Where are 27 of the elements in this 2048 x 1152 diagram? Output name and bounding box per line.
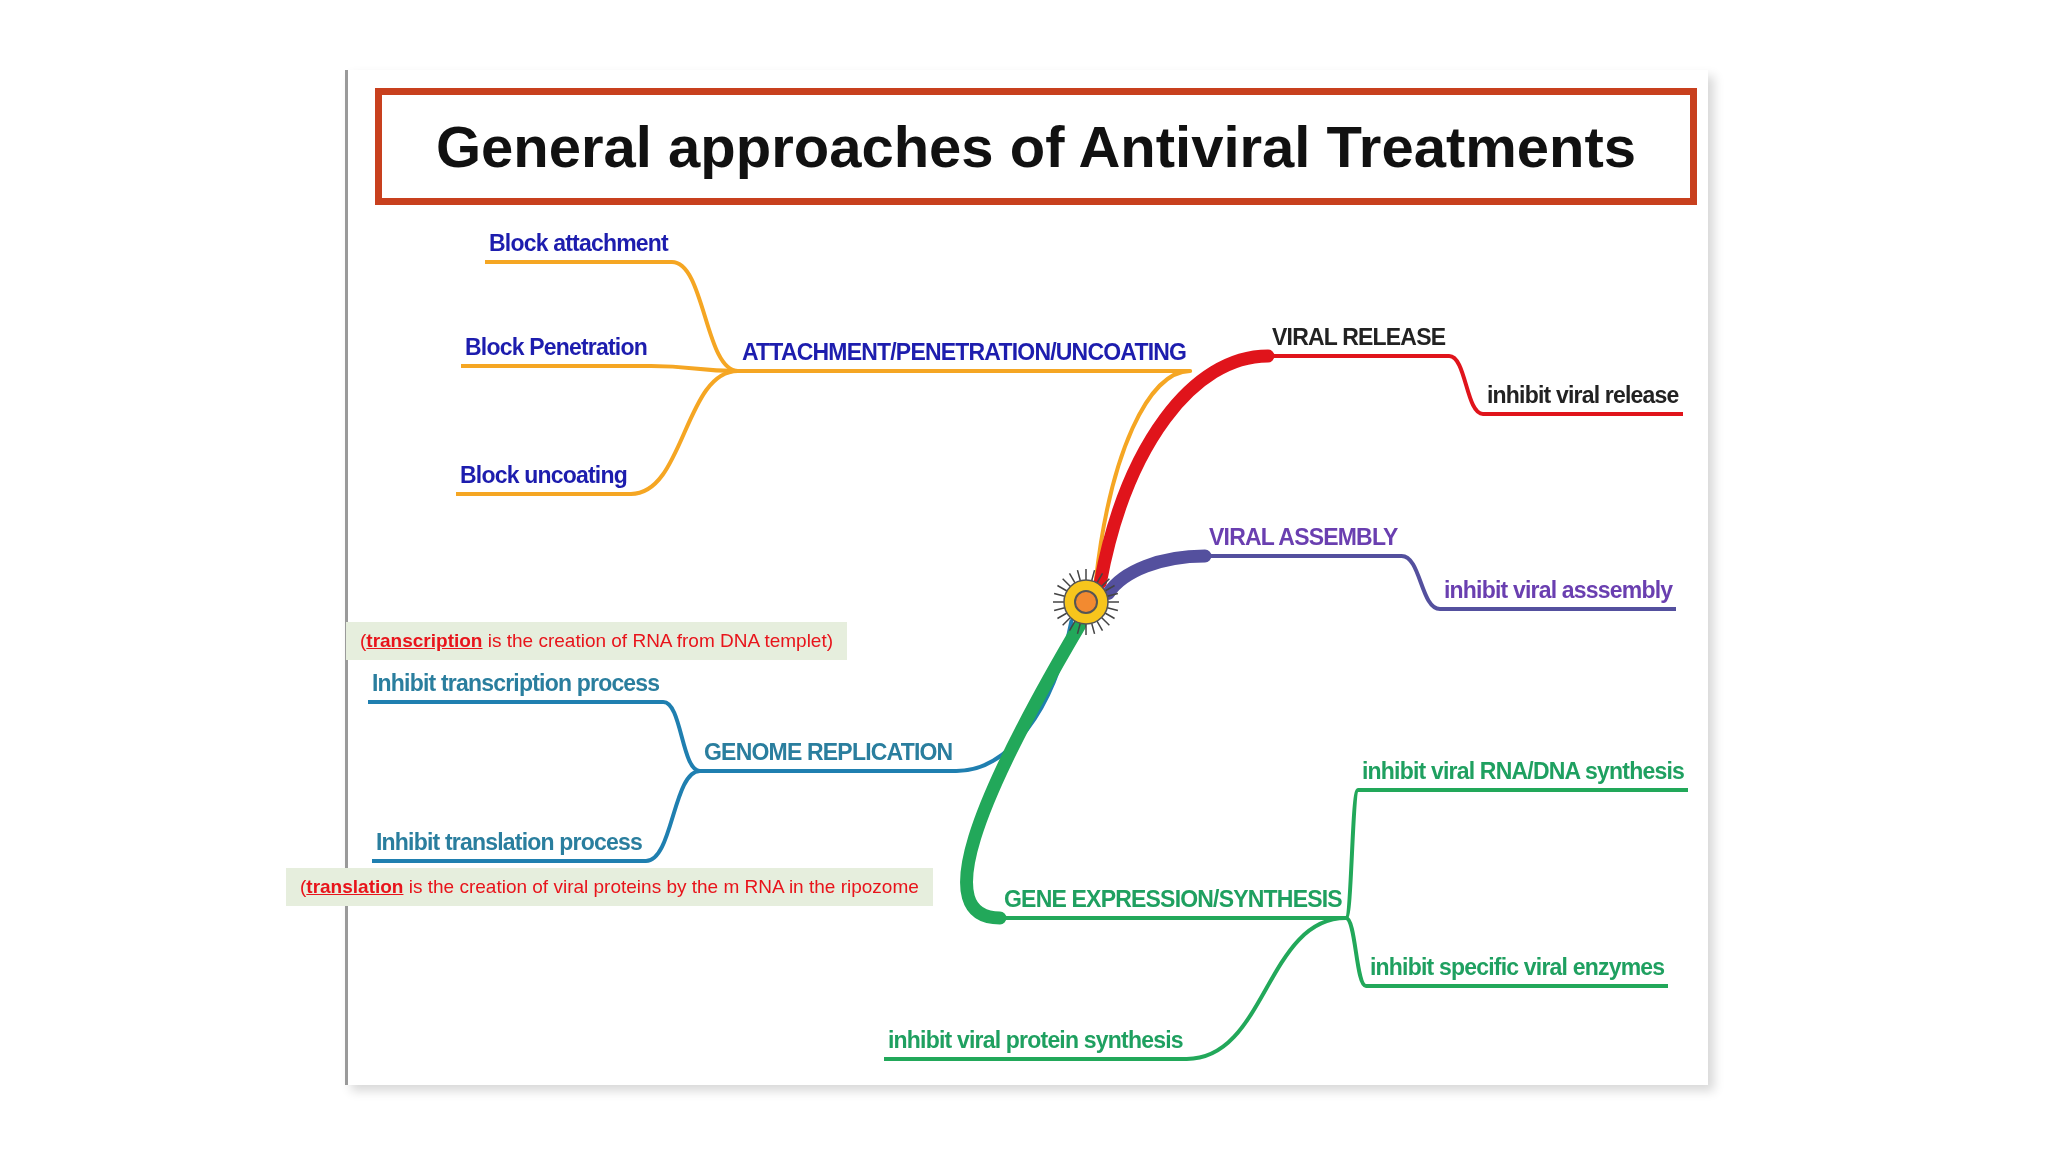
branch-line — [643, 769, 702, 863]
branch-label: Inhibit transcription process — [368, 668, 664, 704]
branch-label: inhibit viral RNA/DNA synthesis — [1358, 756, 1688, 792]
branch-line — [1101, 549, 1212, 600]
branch-label: inhibit viral release — [1483, 380, 1683, 416]
branch-label: VIRAL ASSEMBLY — [1205, 522, 1402, 558]
branch-label: Block attachment — [485, 228, 672, 264]
branch-label: ATTACHMENT/PENETRATION/UNCOATING — [738, 337, 1191, 373]
branch-line — [628, 369, 740, 496]
branch-label: Inhibit translation process — [372, 827, 646, 863]
branch-label: inhibit specific viral enzymes — [1366, 952, 1669, 988]
branch-label: VIRAL RELEASE — [1268, 322, 1450, 358]
branch-label: GENE EXPRESSION/SYNTHESIS — [1000, 884, 1346, 920]
branch-label: inhibit viral asssembly — [1440, 575, 1677, 611]
branch-line — [1343, 788, 1360, 920]
sun-icon — [1050, 566, 1122, 638]
branch-label: inhibit viral protein synthesis — [884, 1025, 1187, 1061]
branch-line — [1447, 354, 1485, 416]
branch-label: Block Penetration — [461, 332, 651, 368]
branch-line — [1184, 916, 1348, 1061]
note-box: (transcription is the creation of RNA from DNA templet) — [346, 622, 848, 660]
title: General approaches of Antiviral Treatments — [375, 88, 1697, 205]
branch-label: Block uncoating — [456, 460, 631, 496]
note-box: (translation is the creation of viral proteins by the m RNA in the ripozome — [286, 868, 933, 906]
branch-line — [1093, 349, 1275, 590]
branch-line — [1399, 554, 1442, 611]
branch-label: GENOME REPLICATION — [700, 737, 957, 773]
